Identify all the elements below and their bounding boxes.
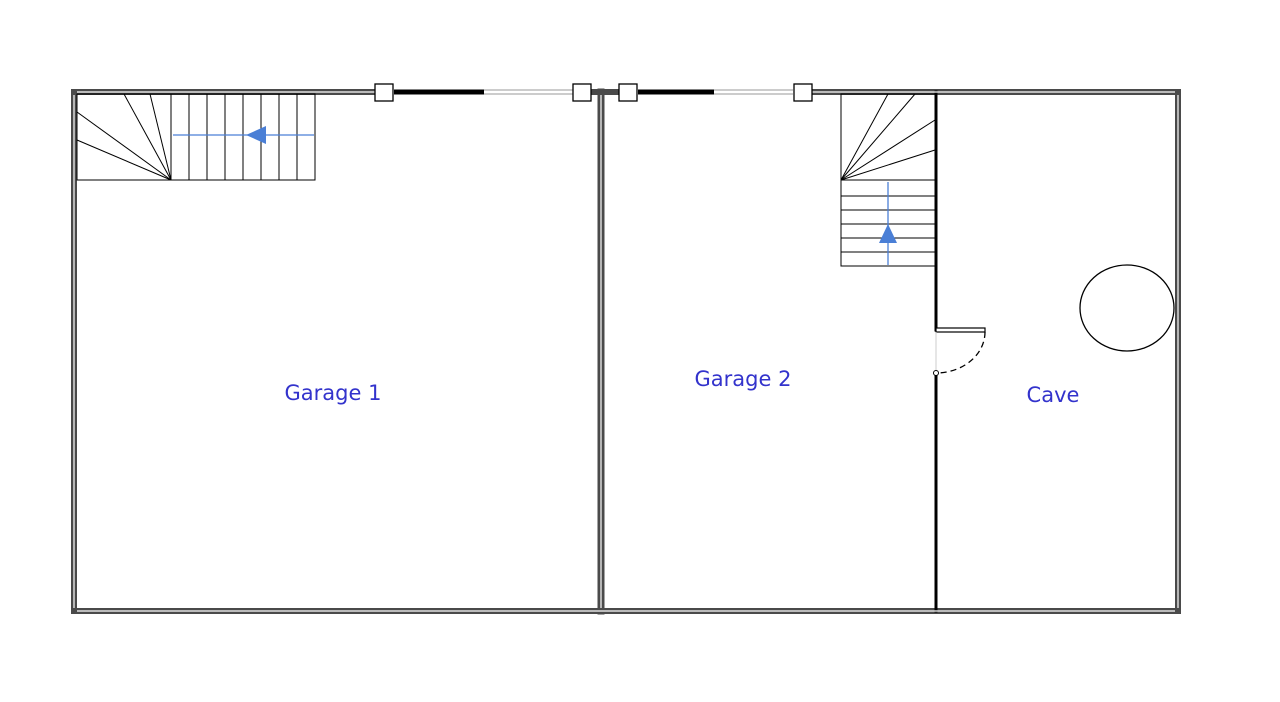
window-jamb-right	[572, 83, 592, 102]
stair-direction-arrow-icon	[879, 224, 897, 243]
staircase-garage-2	[840, 93, 936, 267]
stair-landing	[840, 93, 936, 181]
window-jamb-right	[793, 83, 813, 102]
window-jamb-left	[618, 83, 638, 102]
staircase-garage-1	[76, 93, 316, 181]
stair-landing	[76, 93, 172, 181]
stair-flight	[840, 179, 936, 267]
window-jamb-left	[374, 83, 394, 102]
window-garage-1	[374, 83, 592, 102]
room-label-cave: Cave	[1027, 383, 1080, 407]
door-cave	[933, 327, 986, 376]
room-label-garage-2: Garage 2	[695, 367, 792, 391]
door-swing-arc	[935, 331, 986, 374]
wall-inner-edges	[73, 91, 1179, 612]
stair-treads	[188, 94, 298, 180]
door-leaf	[935, 327, 986, 333]
round-fixture	[1079, 264, 1175, 352]
walls	[71, 88, 1181, 615]
stair-direction-arrow-icon	[246, 126, 266, 144]
window-garage-2	[618, 83, 813, 102]
room-label-garage-1: Garage 1	[285, 381, 382, 405]
door-hinge	[933, 370, 939, 376]
